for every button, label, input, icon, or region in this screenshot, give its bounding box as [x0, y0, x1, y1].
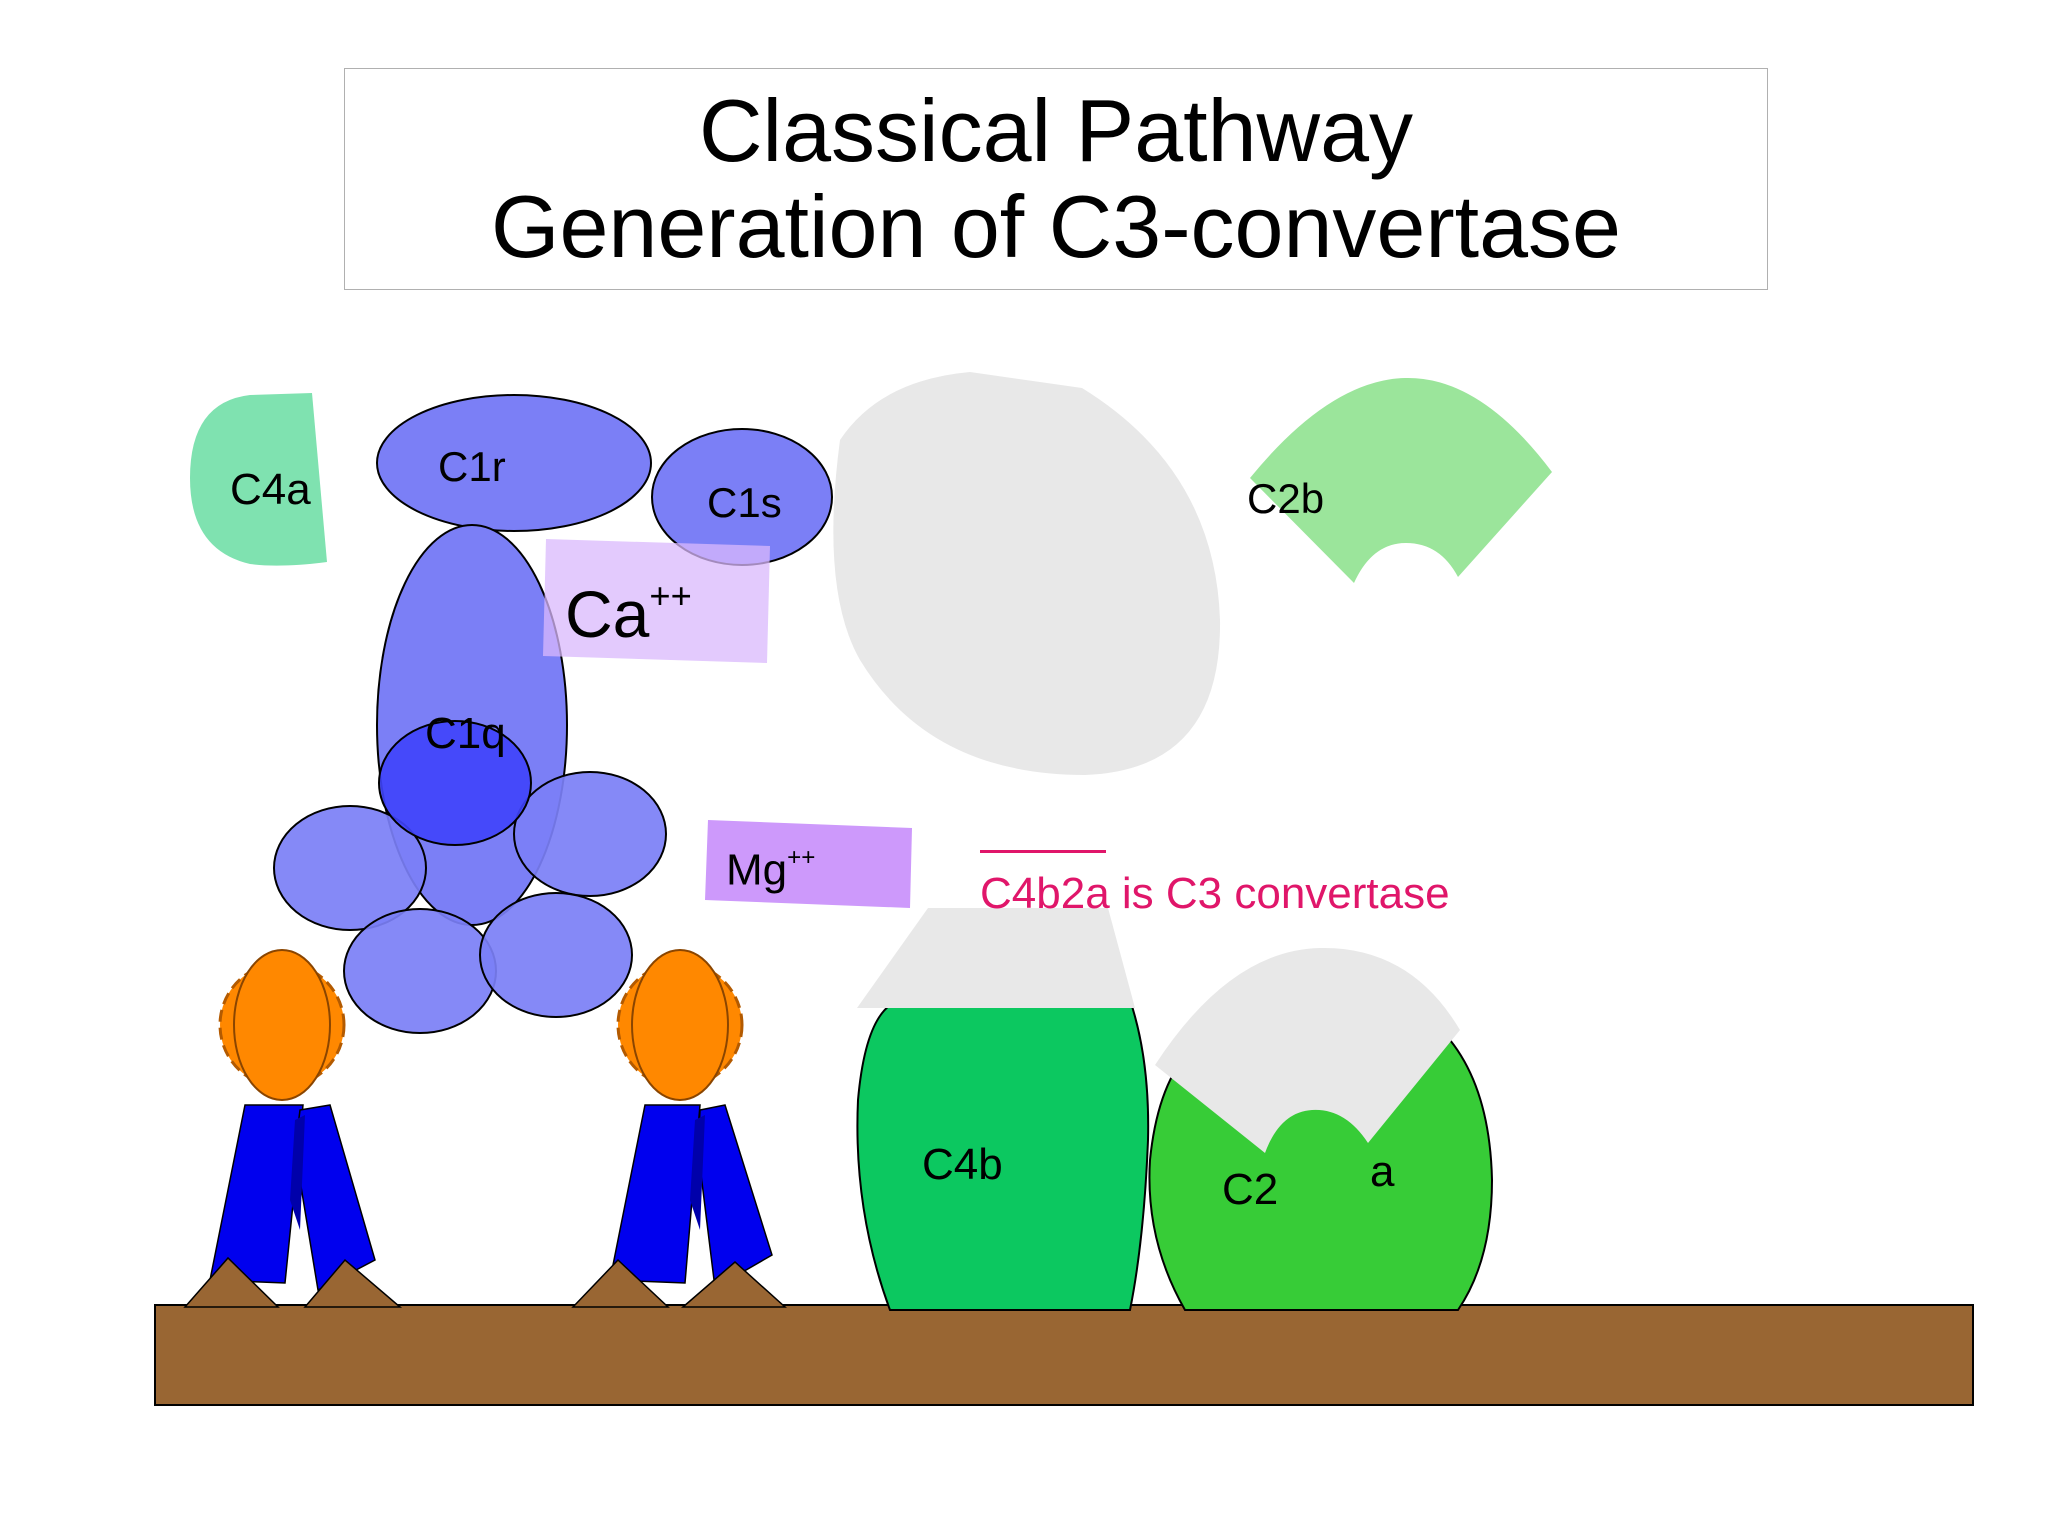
label-c1r: C1r	[438, 443, 506, 490]
c1q-core	[378, 720, 532, 846]
mg-base: Mg	[726, 845, 788, 895]
c1q-head-bottom-right	[479, 892, 633, 1018]
label-a: a	[1370, 1147, 1395, 1196]
c1r-shape	[376, 394, 652, 532]
c1q-head-bottom-left	[343, 908, 497, 1034]
label-c2: C2	[1222, 1165, 1279, 1214]
label-c1q: C1q	[425, 709, 506, 758]
grey-cap-c4b	[857, 908, 1135, 1008]
mg-sup: ++	[787, 844, 816, 871]
convertase-note: C4b2a is C3 convertase	[980, 869, 1450, 918]
grey-fragment-large	[833, 372, 1221, 775]
label-mg-ion: Mg++	[726, 844, 816, 895]
c1q-head-left	[273, 805, 427, 931]
ca-base: Ca	[565, 577, 650, 652]
mg-ion-box	[705, 820, 912, 908]
antibody-ribbon-left	[183, 949, 403, 1308]
label-c2b: C2b	[1247, 475, 1325, 522]
label-c4a: C4a	[230, 465, 311, 514]
title-line-2: Generation of C3-convertase	[491, 177, 1621, 276]
grey-cap-c2a	[1155, 947, 1460, 1153]
label-c4b: C4b	[922, 1140, 1003, 1189]
c4b-shape	[856, 999, 1150, 1311]
ca-ion-box	[543, 539, 770, 663]
c2b-shape	[1250, 377, 1552, 583]
title-box: Classical Pathway Generation of C3-conve…	[344, 68, 1768, 290]
title-line-1: Classical Pathway	[698, 81, 1414, 180]
cell-membrane	[154, 1304, 1974, 1406]
label-c1s: C1s	[707, 479, 782, 526]
antibody-ribbon-right	[571, 949, 787, 1308]
medal-icon-left	[218, 949, 346, 1101]
medal-icon-right	[616, 949, 744, 1101]
label-ca-ion: Ca++	[565, 575, 692, 647]
c1q-head-right	[513, 771, 667, 897]
c4a-shape	[190, 393, 327, 566]
ca-sup: ++	[649, 575, 692, 616]
note-underline	[980, 850, 1106, 853]
